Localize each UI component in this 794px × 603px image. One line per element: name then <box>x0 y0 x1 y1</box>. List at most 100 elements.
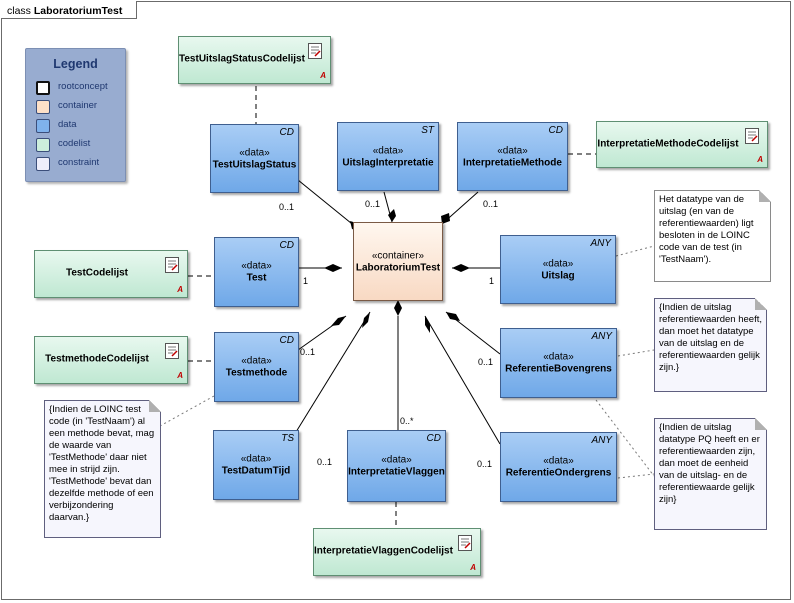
abstract-marker: A <box>320 71 326 80</box>
multiplicity-interpretatiemethode: 0..1 <box>483 199 499 209</box>
class-label: «container» LaboratoriumTest <box>354 250 442 273</box>
codelist-interpretatiemethode[interactable]: InterpretatieMethodeCodelijst A <box>596 121 768 168</box>
codelist-test[interactable]: TestCodelijst A <box>34 250 188 298</box>
multiplicity-interpretatievlaggen: 0..* <box>400 416 414 426</box>
aggregation-diamond <box>446 312 460 321</box>
legend-swatch <box>36 100 50 114</box>
class-referentiebovengrens[interactable]: ANY «data»ReferentieBovengrens <box>500 328 617 398</box>
codelist-document-icon <box>308 43 322 59</box>
frame-title: class LaboratoriumTest <box>7 5 122 17</box>
datatype-label: CD <box>279 240 294 251</box>
class-name: Test <box>246 272 267 284</box>
class-name: LaboratoriumTest <box>355 262 441 273</box>
codelist-testuitslagstatus[interactable]: TestUitslagStatusCodelijst A <box>178 36 331 84</box>
class-testdatumtijd[interactable]: TS «data»TestDatumTijd <box>213 430 299 500</box>
multiplicity-referentieondergrens: 0..1 <box>477 459 493 469</box>
class-stereotype: «data» <box>542 258 574 269</box>
note-fold <box>755 418 767 430</box>
datatype-label: ANY <box>591 435 612 446</box>
note-text: {Indien de LOINC test code (in 'TestNaam… <box>49 404 155 523</box>
class-label: «data»Test <box>215 261 298 284</box>
class-label: «data»InterpretatieMethode <box>458 145 567 168</box>
codelist-name: InterpretatieMethodeCodelijst <box>597 137 739 149</box>
codelist-name: TestUitslagStatusCodelijst <box>179 53 305 65</box>
legend-swatch <box>36 119 50 133</box>
class-uitslag[interactable]: ANY «data»Uitslag <box>500 235 616 304</box>
legend-swatch <box>36 138 50 152</box>
note-link-bovengrens <box>617 349 655 357</box>
datatype-label: CD <box>426 433 441 444</box>
class-stereotype: «data» <box>543 351 574 363</box>
class-name: Testmethode <box>225 367 288 379</box>
multiplicity-referentiebovengrens: 0..1 <box>478 357 494 367</box>
note-fold <box>149 400 161 412</box>
abstract-marker: A <box>757 155 763 164</box>
legend-title: Legend <box>53 57 98 71</box>
constraint-testmethode: {Indien de LOINC test code (in 'TestNaam… <box>44 400 161 538</box>
class-label: «data»TestDatumTijd <box>214 454 298 477</box>
class-label: «data»UitslagInterpretatie <box>338 145 438 168</box>
multiplicity-uitslaginterpretatie: 0..1 <box>365 199 381 209</box>
abstract-marker: A <box>177 285 183 294</box>
class-testmethode[interactable]: CD «data»Testmethode <box>214 332 299 402</box>
legend: Legend rootconcept container data codeli… <box>25 48 126 182</box>
note-fold <box>755 298 767 310</box>
note-uitslag-datatype: Het datatype van de uitslag (en van de r… <box>654 190 771 282</box>
class-stereotype: «container» <box>371 250 425 261</box>
class-label: «data»Uitslag <box>501 258 615 281</box>
note-link-uitslag <box>615 245 655 257</box>
aggregation-diamond <box>394 300 402 316</box>
multiplicity-testmethode: 0..1 <box>300 347 316 357</box>
constraint-referentie-ondergrens: {Indien de uitslag datatype PQ heeft en … <box>654 418 767 530</box>
class-interpretatievlaggen[interactable]: CD «data»InterpretatieVlaggen <box>347 430 446 502</box>
frame-tab: class LaboratoriumTest <box>1 1 137 19</box>
note-link-testmethode <box>159 395 215 427</box>
aggregation-diamond <box>388 209 396 222</box>
note-link-ondergrens-2 <box>617 473 655 479</box>
class-stereotype: «data» <box>372 145 404 156</box>
aggregation-diamond <box>452 264 470 272</box>
frame-name: LaboratoriumTest <box>33 5 123 17</box>
class-stereotype: «data» <box>241 355 272 367</box>
frame-kind: class <box>7 5 31 17</box>
class-stereotype: «data» <box>381 454 412 466</box>
aggregation-diamond <box>331 316 346 326</box>
class-stereotype: «data» <box>241 260 272 272</box>
class-name: ReferentieOndergrens <box>505 467 612 479</box>
multiplicity-uitslag: 1 <box>489 276 495 286</box>
class-testuitslagstatus[interactable]: CD «data»TestUitslagStatus <box>210 124 299 193</box>
class-stereotype: «data» <box>497 145 528 156</box>
codelist-testmethode[interactable]: TestmethodeCodelijst A <box>34 336 188 384</box>
codelist-interpretatievlaggen[interactable]: InterpretatieVlaggenCodelijst A <box>313 528 481 576</box>
datatype-label: TS <box>281 433 294 444</box>
assoc-testdatumtijd <box>295 311 371 433</box>
legend-swatch <box>36 157 50 171</box>
class-stereotype: «data» <box>240 453 272 465</box>
codelist-name: InterpretatieVlaggenCodelijst <box>314 545 453 557</box>
legend-label: codelist <box>58 138 91 149</box>
legend-label: constraint <box>58 157 100 168</box>
class-label: «data»ReferentieOndergrens <box>501 456 616 479</box>
class-name: UitslagInterpretatie <box>342 157 434 168</box>
class-name: Uitslag <box>541 270 575 281</box>
class-test[interactable]: CD «data»Test <box>214 237 299 307</box>
codelist-name: TestCodelijst <box>65 267 129 279</box>
class-interpretatiemethode[interactable]: CD «data»InterpretatieMethode <box>457 122 568 191</box>
class-name: TestUitslagStatus <box>212 159 297 170</box>
class-laboratoriumtest[interactable]: «container» LaboratoriumTest <box>353 222 443 301</box>
legend-swatch <box>36 81 50 95</box>
note-text: Het datatype van de uitslag (en van de r… <box>659 194 754 265</box>
note-text: {Indien de uitslag datatype PQ heeft en … <box>659 422 760 505</box>
datatype-label: ANY <box>591 331 612 342</box>
class-uitslaginterpretatie[interactable]: ST «data»UitslagInterpretatie <box>337 122 439 191</box>
class-stereotype: «data» <box>239 147 270 158</box>
class-name: ReferentieBovengrens <box>505 363 612 375</box>
class-label: «data»Testmethode <box>215 356 298 379</box>
aggregation-diamond <box>362 312 370 328</box>
class-stereotype: «data» <box>543 455 574 467</box>
class-referentieondergrens[interactable]: ANY «data»ReferentieOndergrens <box>500 432 617 502</box>
datatype-label: CD <box>279 127 294 138</box>
codelist-document-icon <box>458 535 472 551</box>
